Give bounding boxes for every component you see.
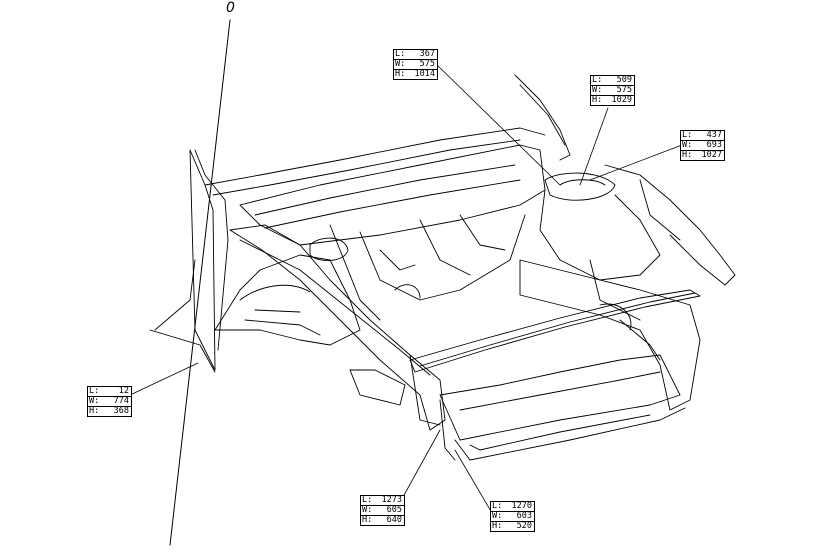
dimension-value: 437 xyxy=(706,130,722,140)
dimension-key: L: xyxy=(89,386,100,396)
dimension-row: W: 603 xyxy=(491,512,534,522)
dimension-key: H: xyxy=(89,406,100,416)
a-pillar-left xyxy=(149,149,229,373)
firewall xyxy=(239,144,546,321)
dimension-key: W: xyxy=(395,59,406,69)
upper-cross-member xyxy=(409,289,701,373)
reference-axis-line xyxy=(169,19,231,546)
dimension-value: 605 xyxy=(386,505,402,515)
dimension-value: 603 xyxy=(516,511,532,521)
dimension-value: 1027 xyxy=(701,150,722,160)
dimension-row: W: 693 xyxy=(681,141,724,151)
dimension-row: H: 1027 xyxy=(681,151,724,160)
dimension-key: L: xyxy=(395,49,406,59)
dimension-value: 774 xyxy=(113,396,129,406)
dimension-value: 520 xyxy=(516,521,532,531)
dimension-value: 1270 xyxy=(511,501,532,511)
dimension-row: L: 509 xyxy=(591,76,634,86)
right-strut-tower xyxy=(539,164,736,321)
left-frame-rail xyxy=(229,224,446,431)
origin-label: 0 xyxy=(226,0,235,16)
dimension-key: W: xyxy=(592,85,603,95)
dimension-value: 575 xyxy=(419,59,435,69)
dimension-value: 575 xyxy=(616,85,632,95)
dimension-value: 693 xyxy=(706,140,722,150)
dimension-value: 12 xyxy=(118,386,129,396)
dimension-key: W: xyxy=(362,505,373,515)
dimension-row: L: 437 xyxy=(681,131,724,141)
dimension-key: H: xyxy=(395,69,406,79)
dimension-row: L: 12 xyxy=(88,387,131,397)
dimension-row: W: 575 xyxy=(591,86,634,96)
dimension-key: L: xyxy=(682,130,693,140)
dimension-row: H: 640 xyxy=(361,516,404,525)
dimension-key: H: xyxy=(592,95,603,105)
dimension-row: H: 1029 xyxy=(591,96,634,105)
dimension-row: H: 520 xyxy=(491,522,534,531)
left-apron xyxy=(214,254,361,346)
dimension-key: H: xyxy=(682,150,693,160)
dimension-key: W: xyxy=(89,396,100,406)
dimension-row: W: 575 xyxy=(394,60,437,70)
dimension-value: 1029 xyxy=(611,95,632,105)
dimension-key: H: xyxy=(492,521,503,531)
dimension-row: L: 1273 xyxy=(361,496,404,506)
dimension-value: 1014 xyxy=(414,69,435,79)
windshield-frame xyxy=(204,74,571,196)
dimension-value: 367 xyxy=(419,49,435,59)
dimension-key: W: xyxy=(492,511,503,521)
dimension-key: L: xyxy=(362,495,373,505)
dimension-row: W: 774 xyxy=(88,397,131,407)
dimension-row: W: 605 xyxy=(361,506,404,516)
dimension-value: 368 xyxy=(113,406,129,416)
right-frame-rail xyxy=(519,259,701,411)
dimension-key: L: xyxy=(492,501,503,511)
dimension-key: H: xyxy=(362,515,373,525)
dimension-row: L: 1270 xyxy=(491,502,534,512)
dimension-row: L: 367 xyxy=(394,50,437,60)
dimension-key: L: xyxy=(592,75,603,85)
dimension-key: W: xyxy=(682,140,693,150)
dimension-value: 1273 xyxy=(381,495,402,505)
dimension-row: H: 368 xyxy=(88,407,131,416)
radiator-support xyxy=(439,354,686,461)
leader-lines xyxy=(129,59,683,514)
dimension-value: 640 xyxy=(386,515,402,525)
dimension-value: 509 xyxy=(616,75,632,85)
dimension-row: H: 1014 xyxy=(394,70,437,79)
